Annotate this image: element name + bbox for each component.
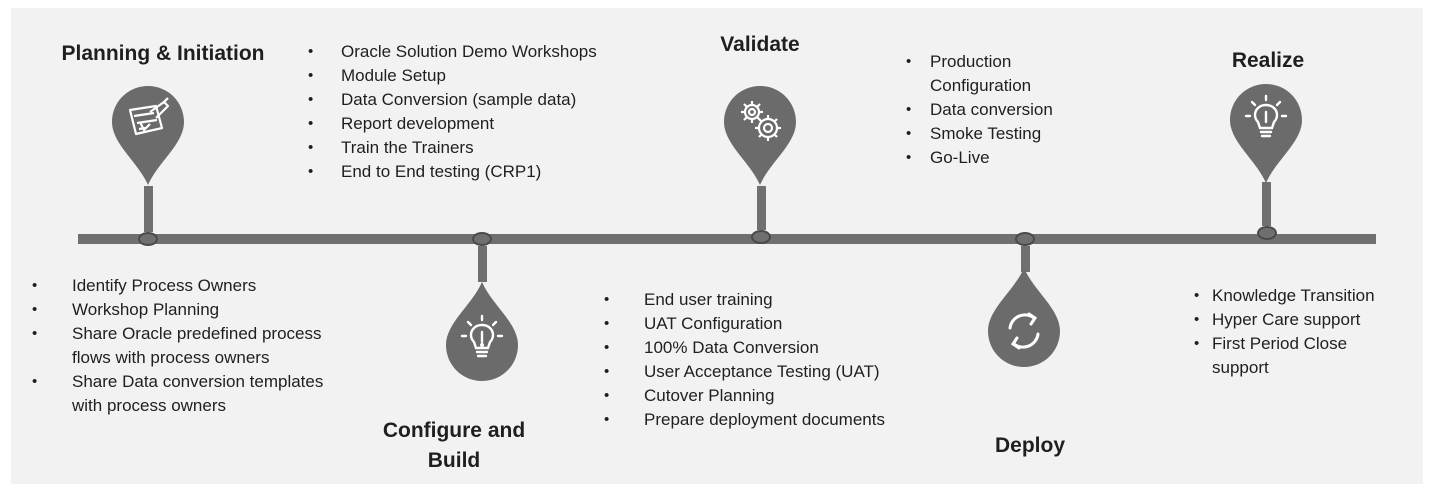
phase-title-validate: Validate (720, 33, 800, 56)
refresh-cycle-icon (1008, 312, 1040, 350)
list-item: •Share Oracle predefined process flows w… (32, 324, 322, 367)
list-item: •Prepare deployment documents (604, 410, 885, 429)
list-item: •Train the Trainers (308, 138, 474, 157)
blueprint-icon (128, 97, 170, 136)
list-item: •Cutover Planning (604, 386, 775, 405)
validate-pin (722, 84, 798, 187)
list-item: •Go-Live (906, 148, 990, 167)
phase-title-configure: Configure and Build (370, 416, 538, 476)
list-item: •UAT Configuration (604, 314, 783, 333)
list-item: •Hyper Care support (1194, 310, 1361, 329)
list-item: •Workshop Planning (32, 300, 220, 319)
list-item: •Data conversion (906, 100, 1053, 119)
stem-realize (1262, 182, 1271, 226)
phase-title-planning: Planning & Initiation (61, 42, 265, 65)
list-item: •End user training (604, 290, 773, 309)
validate-bullets: •End user training •UAT Configuration •1… (604, 288, 894, 432)
list-item: •End to End testing (CRP1) (308, 162, 542, 181)
list-item: •Report development (308, 114, 495, 133)
stem-deploy (1021, 246, 1030, 272)
timeline-bar (78, 234, 1376, 244)
timeline-node-validate (751, 230, 771, 244)
list-item: •Data Conversion (sample data) (308, 90, 577, 109)
planning-pin (110, 84, 186, 187)
list-item: •Oracle Solution Demo Workshops (308, 42, 597, 61)
list-item: •Module Setup (308, 66, 446, 85)
deploy-pin (986, 266, 1062, 369)
realize-pin (1228, 82, 1304, 185)
list-item: •Production Configuration (906, 52, 1032, 95)
timeline-node-realize (1257, 226, 1277, 240)
timeline-node-configure (472, 232, 492, 246)
roadmap-panel (11, 8, 1423, 484)
list-item: •User Acceptance Testing (UAT) (604, 362, 880, 381)
phase-title-configure-line2: Build (427, 449, 481, 472)
list-item: •Identify Process Owners (32, 276, 257, 295)
list-item: •100% Data Conversion (604, 338, 819, 357)
timeline-node-planning (138, 232, 158, 246)
list-item: •Knowledge Transition (1194, 286, 1375, 305)
phase-title-deploy: Deploy (994, 434, 1065, 457)
phase-title-realize: Realize (1231, 49, 1305, 72)
lightbulb-icon (460, 314, 504, 358)
deploy-bullets: •Production Configuration •Data conversi… (906, 50, 1086, 170)
stem-configure (478, 246, 487, 282)
list-item: •First Period Close support (1194, 334, 1348, 377)
phase-title-configure-line1: Configure and (382, 419, 526, 442)
list-item: •Smoke Testing (906, 124, 1042, 143)
stem-validate (757, 186, 766, 230)
configure-bullets: •Oracle Solution Demo Workshops •Module … (306, 40, 666, 184)
configure-pin (444, 280, 520, 383)
timeline-node-deploy (1015, 232, 1035, 246)
planning-bullets: •Identify Process Owners •Workshop Plann… (30, 274, 330, 418)
list-item: •Share Data conversion templates with pr… (32, 372, 324, 415)
gears-icon (741, 101, 781, 141)
lightbulb-icon (1244, 94, 1288, 138)
realize-bullets: •Knowledge Transition •Hyper Care suppor… (1194, 284, 1384, 380)
stem-planning (144, 186, 153, 232)
